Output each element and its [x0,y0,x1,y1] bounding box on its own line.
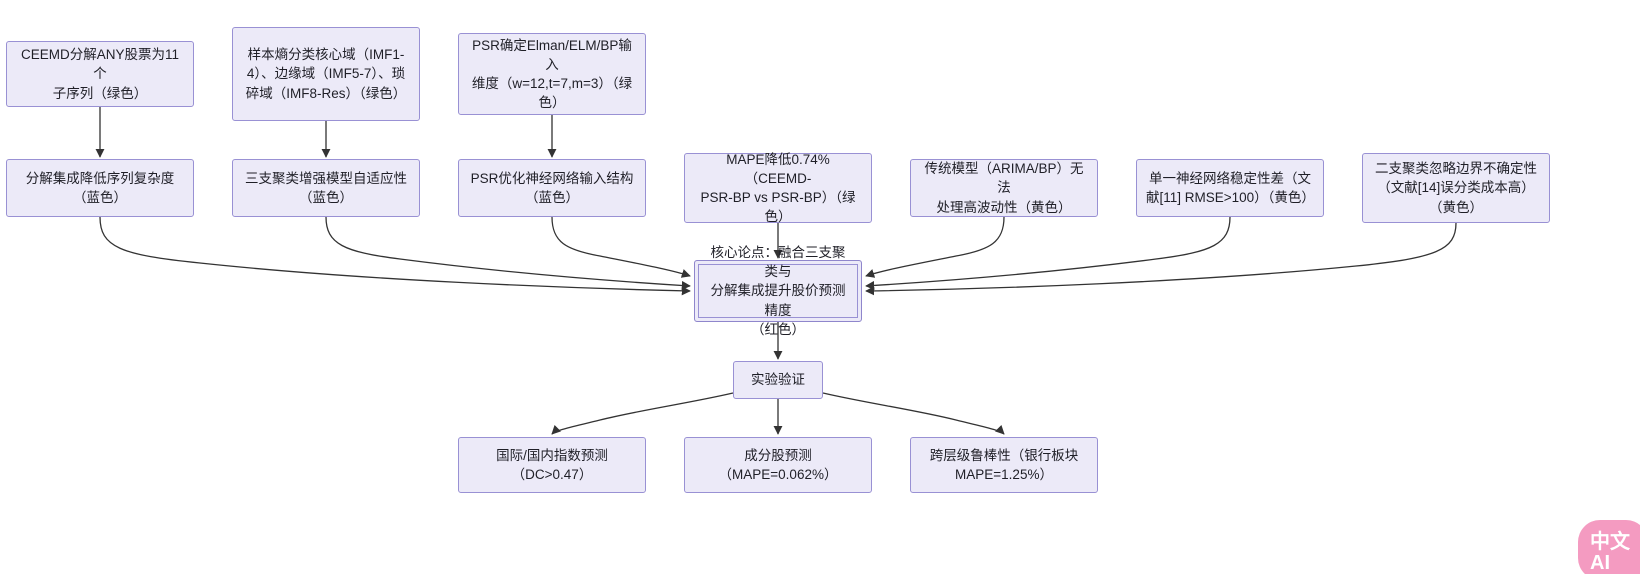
node-single-network-instability[interactable]: 单一神经网络稳定性差（文 献[11] RMSE>100）（黄色） [1136,159,1324,217]
node-ceemd-decomposition[interactable]: CEEMD分解ANY股票为11个 子序列（绿色） [6,41,194,107]
node-label: 三支聚类增强模型自适应性 （蓝色） [245,170,407,205]
node-sample-entropy-classification[interactable]: 样本熵分类核心域（IMF1- 4）、边缘域（IMF5-7）、琐 碎域（IMF8-… [232,27,420,121]
node-result-cross-level-robustness[interactable]: 跨层级鲁棒性（银行板块 MAPE=1.25%） [910,437,1098,493]
watermark-label: 中文 AI [1590,531,1630,574]
node-label: 国际/国内指数预测 （DC>0.47） [496,447,608,482]
node-experimental-validation[interactable]: 实验验证 [733,361,823,399]
node-label: 样本熵分类核心域（IMF1- 4）、边缘域（IMF5-7）、琐 碎域（IMF8-… [245,47,407,101]
node-two-way-clustering-boundary[interactable]: 二支聚类忽略边界不确定性 （文献[14]误分类成本高） （黄色） [1362,153,1550,223]
edge-n6-core [551,216,691,278]
edge-exp-r3 [822,392,1005,435]
node-mape-reduction[interactable]: MAPE降低0.74%（CEEMD- PSR-BP vs PSR-BP）（绿 色… [684,152,872,224]
node-three-way-clustering-adaptivity[interactable]: 三支聚类增强模型自适应性 （蓝色） [232,159,420,217]
node-label: PSR确定Elman/ELM/BP输入 维度（w=12,t=7,m=3）（绿 色… [471,37,633,111]
node-label: CEEMD分解ANY股票为11个 子序列（绿色） [20,47,180,101]
node-result-constituent-stock-forecast[interactable]: 成分股预测 （MAPE=0.062%） [684,437,872,493]
node-label: 单一神经网络稳定性差（文 献[11] RMSE>100）（黄色） [1146,170,1315,205]
edge-n9-core [865,216,1231,291]
node-label: 分解集成降低序列复杂度 （蓝色） [25,170,175,205]
node-label: PSR优化神经网络输入结构 （蓝色） [470,170,634,205]
node-label: 成分股预测 （MAPE=0.062%） [718,447,838,482]
watermark-badge: 中文 AI [1578,520,1640,574]
edge-n5-core [325,216,691,291]
node-result-index-forecast[interactable]: 国际/国内指数预测 （DC>0.47） [458,437,646,493]
node-label: 核心论点：融合三支聚类与 分解集成提升股价预测精度 （红色） [710,245,846,337]
edge-exp-r1 [551,392,734,435]
node-decomposition-reduces-complexity[interactable]: 分解集成降低序列复杂度 （蓝色） [6,159,194,217]
node-label: 传统模型（ARIMA/BP）无法 处理高波动性（黄色） [924,161,1084,215]
node-traditional-model-limitation[interactable]: 传统模型（ARIMA/BP）无法 处理高波动性（黄色） [910,159,1098,217]
edge-n4-core [99,216,691,296]
node-label: MAPE降低0.74%（CEEMD- PSR-BP vs PSR-BP）（绿 色… [700,151,856,225]
node-psr-optimizes-network-input[interactable]: PSR优化神经网络输入结构 （蓝色） [458,159,646,217]
node-core-thesis[interactable]: 核心论点：融合三支聚类与 分解集成提升股价预测精度 （红色） [694,245,862,337]
node-label: 跨层级鲁棒性（银行板块 MAPE=1.25%） [929,447,1079,482]
edge-n10-core [865,222,1457,296]
edge-n8-core [865,216,1005,278]
node-label: 实验验证 [751,372,805,388]
node-psr-input-dimension[interactable]: PSR确定Elman/ELM/BP输入 维度（w=12,t=7,m=3）（绿 色… [458,33,646,115]
node-label: 二支聚类忽略边界不确定性 （文献[14]误分类成本高） （黄色） [1375,161,1537,215]
